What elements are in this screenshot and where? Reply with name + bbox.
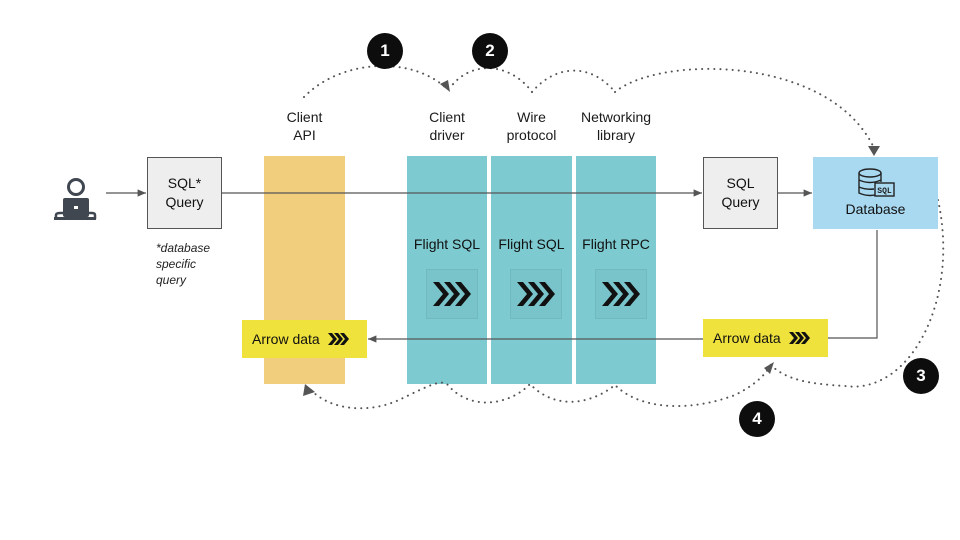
arrowhead-database [868,146,880,156]
footnote-line1: *database [156,241,211,255]
footnote: *database specific query [156,240,210,288]
header-client-api-line2: API [293,127,316,143]
sql-query-box-left: SQL* Query [147,157,222,229]
database-label: Database [845,200,906,217]
header-wire-protocol-line2: protocol [506,127,557,143]
header-wire-protocol-line1: Wire [517,109,546,125]
footnote-line2: specific [156,257,197,271]
networking-library-column: Flight RPC [576,156,656,384]
step-badge-1: 1 [367,33,403,69]
chevrons-icon [426,269,478,319]
chevrons-icon [787,329,813,347]
sql-query-right-line1: SQL [726,175,755,191]
networking-library-column-title: Flight RPC [582,236,650,252]
chevrons-icon [595,269,647,319]
database-sql-icon: SQL [856,167,896,198]
header-client-api-line1: Client [286,109,323,125]
user-laptop-icon [52,177,98,221]
step-2-arc [449,67,533,93]
net-to-db-arc [614,67,875,149]
client-driver-column-title: Flight SQL [413,236,481,252]
header-networking-library-line1: Networking [580,109,652,125]
wire-protocol-column: Flight SQL [491,156,572,384]
sql-query-left-line1: SQL* [167,175,202,191]
step-badge-2: 2 [472,33,508,69]
header-client-driver: Client driver [407,108,487,144]
arrowhead-arrow-data-right [764,362,774,374]
header-networking-library-line2: library [596,127,636,143]
client-driver-column: Flight SQL [407,156,487,384]
arrowhead-client-driver [440,80,450,92]
header-client-driver-line1: Client [429,109,465,125]
header-networking-library: Networking library [566,108,666,144]
step-4-arc [310,365,771,410]
header-wire-protocol: Wire protocol [491,108,572,144]
header-client-api: Client API [264,108,345,144]
step-badge-4: 4 [739,401,775,437]
svg-text:SQL: SQL [877,187,892,196]
database-box: SQL Database [813,157,938,229]
step-1-arc [303,65,447,98]
wire-to-net-arc [531,69,616,93]
db-to-arrowdata-line [828,230,878,339]
sql-query-box-right: SQL Query [703,157,778,229]
sql-query-right-line2: Query [721,194,760,210]
arrow-data-box-right: Arrow data [703,319,828,357]
sql-query-left-line2: Query [165,194,204,210]
chevrons-icon [510,269,562,319]
arrow-data-left-label: Arrow data [252,330,320,347]
arrow-data-right-label: Arrow data [713,329,781,346]
wire-protocol-column-title: Flight SQL [498,236,565,252]
arrow-data-box-left: Arrow data [242,320,367,358]
chevrons-icon [326,330,352,348]
footnote-line3: query [156,273,187,287]
header-client-driver-line2: driver [429,127,465,143]
step-badge-3: 3 [903,358,939,394]
arrowhead-client-api [303,384,315,396]
